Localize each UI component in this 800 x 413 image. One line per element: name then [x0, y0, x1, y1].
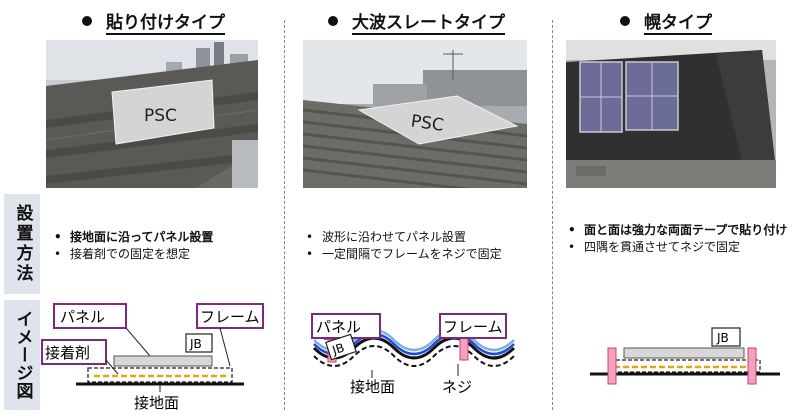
row-label-image: イメージ図 [4, 300, 40, 410]
list-item: 面と面は強力な両面テープで貼り付け [566, 222, 792, 239]
diagram2-panel-label: パネル [316, 318, 361, 336]
diagram1-ground-label: 接地面 [134, 394, 179, 412]
list-item: 接着剤での固定を想定 [52, 246, 280, 263]
diagram1-jb-label: JB [189, 337, 202, 351]
bullet-dot-icon [620, 16, 630, 26]
diagram1-adhesive-label: 接着剤 [45, 344, 90, 362]
list-item: 接地面に沿ってパネル設置 [52, 229, 280, 246]
diagram-slate-type: パネル フレーム JB 接地面 ネジ [298, 298, 548, 412]
photo-slate-roof: PSC [303, 40, 527, 188]
diagram2-ground-label: 接地面 [350, 378, 395, 396]
bullet-dot-icon [328, 16, 338, 26]
col3-title: 幌タイプ [620, 8, 712, 35]
photo1-psc-label: PSC [144, 106, 177, 126]
list-item: 波形に沿わせてパネル設置 [304, 229, 550, 246]
row-label-image-text: イメージ図 [12, 310, 33, 400]
col3-bullets: 面と面は強力な両面テープで貼り付け 四隅を貫通させてネジで固定 [566, 222, 792, 256]
diagram-hood-type: JB [580, 298, 790, 412]
diagram2-frame-label: フレーム [443, 318, 503, 336]
col2-title: 大波スレートタイプ [328, 8, 505, 35]
diagram3-jb-label: JB [716, 331, 729, 345]
list-item: 一定間隔でフレームをネジで固定 [304, 246, 550, 263]
photo-hood-tarp [566, 40, 776, 188]
photo-adhesive-roof: PSC [46, 40, 258, 188]
diagram1-frame-label: フレーム [200, 308, 260, 326]
diagram2-jb-label: JB [330, 340, 346, 357]
row-label-method-text: 設置方法 [12, 204, 33, 284]
diagram-adhesive-type: パネル フレーム 接着剤 JB 接地面 [40, 298, 280, 412]
col1-title: 貼り付けタイプ [82, 8, 225, 35]
row-label-method: 設置方法 [4, 194, 40, 294]
column-divider [284, 20, 285, 410]
bullet-dot-icon [82, 16, 92, 26]
col1-bullets: 接地面に沿ってパネル設置 接着剤での固定を想定 [52, 229, 280, 263]
photo2-psc-label: PSC [410, 111, 445, 135]
list-item: 四隅を貫通させてネジで固定 [566, 239, 792, 256]
diagram2-screw-label: ネジ [442, 378, 472, 396]
column-divider [552, 20, 553, 410]
diagram1-panel-label: パネル [60, 308, 105, 326]
col2-bullets: 波形に沿わせてパネル設置 一定間隔でフレームをネジで固定 [304, 229, 550, 263]
